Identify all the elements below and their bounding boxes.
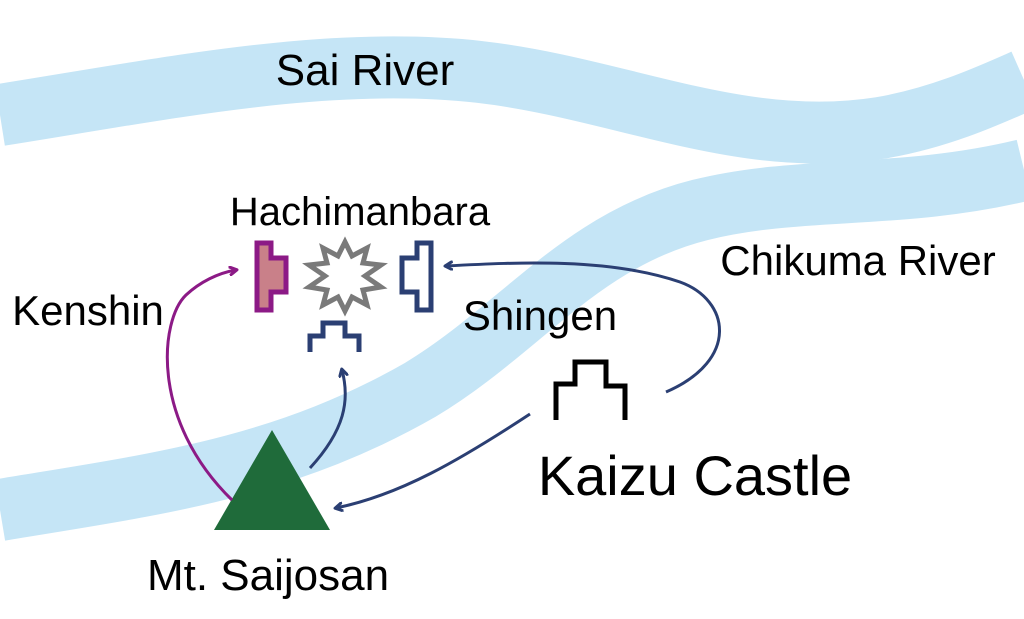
- kenshin-route-arrow: [165, 270, 236, 502]
- castle-to-mountain-route-arrow: [336, 412, 531, 508]
- mt-saijosan-label: Mt. Saijosan: [147, 551, 389, 600]
- kenshin-label: Kenshin: [12, 287, 164, 334]
- shingen-detachment-icon: [307, 320, 362, 352]
- kenshin-army-icon: [254, 240, 289, 313]
- sai-river: [0, 36, 1024, 164]
- chikuma-river-label: Chikuma River: [720, 237, 995, 284]
- battle-clash-icon: [302, 236, 388, 317]
- chikuma-river: [0, 139, 1024, 541]
- mountain-icon: [214, 430, 330, 530]
- shingen-army-icon: [399, 240, 434, 313]
- sai-river-label: Sai River: [276, 46, 455, 95]
- kaizu-castle-label: Kaizu Castle: [538, 444, 852, 507]
- castle-icon: [553, 359, 628, 420]
- shingen-detachment-route-arrow: [308, 370, 345, 470]
- hachimanbara-label: Hachimanbara: [230, 190, 491, 234]
- shingen-main-route-arrow: [446, 263, 721, 394]
- shingen-label: Shingen: [463, 292, 617, 339]
